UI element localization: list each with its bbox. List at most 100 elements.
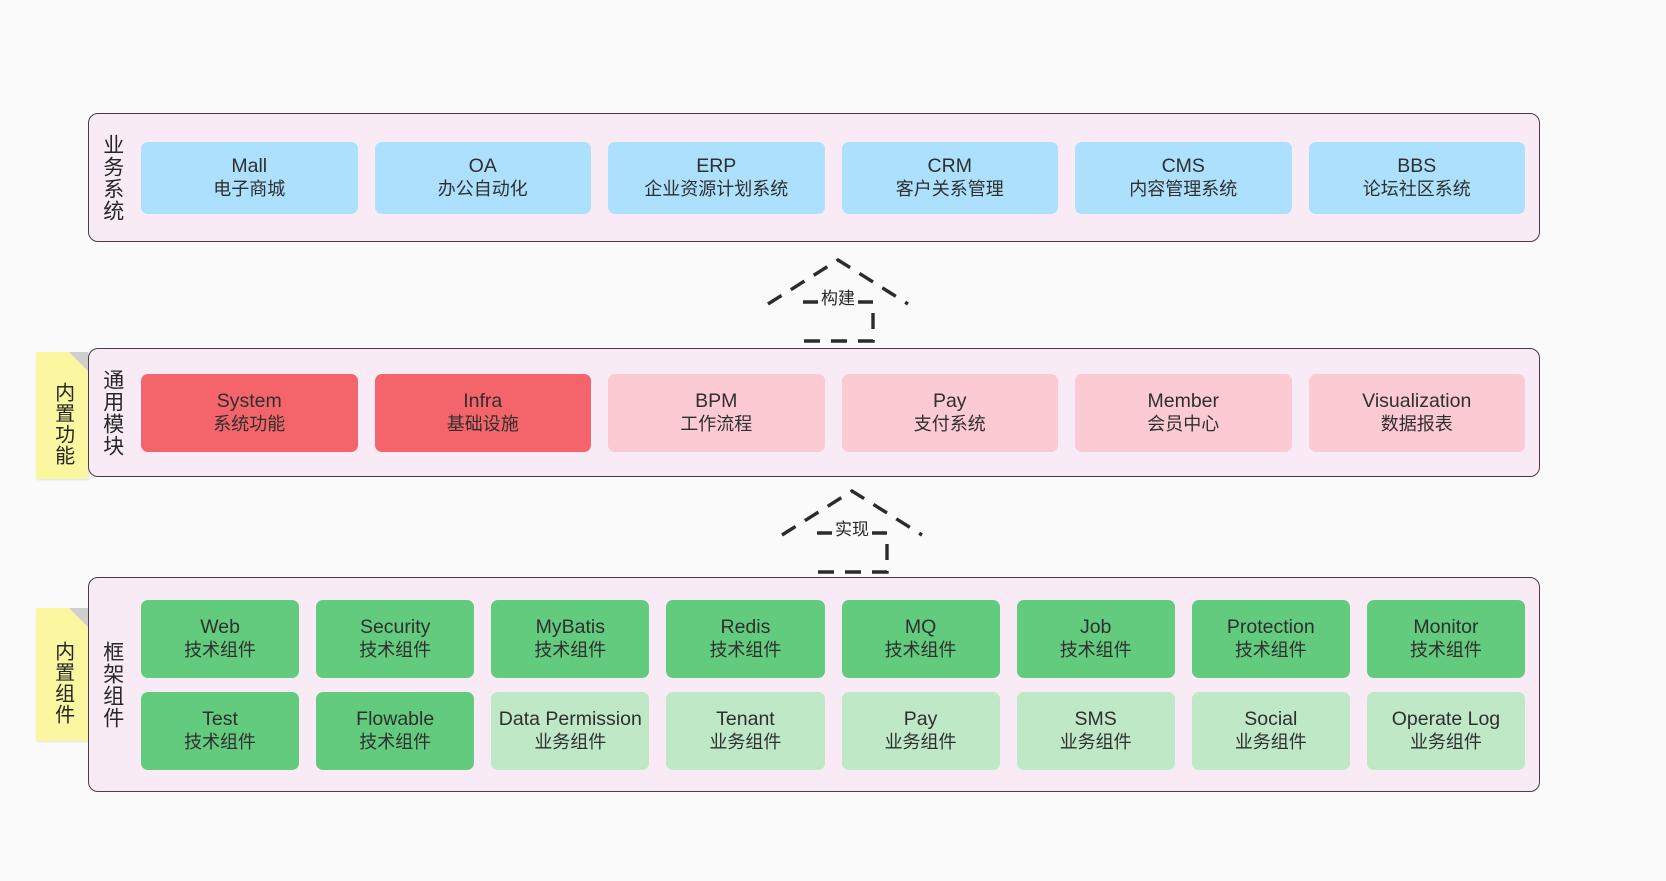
folded-corner-icon (69, 608, 88, 627)
layer-title-business-systems: 业务系统 (100, 133, 124, 222)
card-title: CRM (927, 154, 972, 177)
card-subtitle: 系统功能 (213, 413, 286, 434)
card-title: Monitor (1413, 615, 1479, 638)
card-title: Tenant (716, 707, 775, 730)
card-bpm[interactable]: BPM 工作流程 (608, 373, 825, 452)
card-subtitle: 基础设施 (446, 413, 519, 434)
card-subtitle: 办公自动化 (437, 178, 528, 199)
card-mq[interactable]: MQ 技术组件 (841, 599, 1000, 678)
card-subtitle: 技术组件 (1234, 639, 1307, 660)
layer-body-common-modules: System 系统功能 Infra 基础设施 BPM 工作流程 Pay 支付系统… (135, 349, 1539, 476)
card-title: Pay (932, 389, 967, 412)
card-social[interactable]: Social 业务组件 (1191, 691, 1350, 770)
card-subtitle: 论坛社区系统 (1362, 178, 1471, 199)
card-subtitle: 技术组件 (359, 731, 432, 752)
card-title: Data Permission (498, 707, 642, 730)
card-erp[interactable]: ERP 企业资源计划系统 (608, 141, 825, 214)
card-mall[interactable]: Mall 电子商城 (141, 141, 358, 214)
card-subtitle: 技术组件 (1409, 639, 1482, 660)
card-subtitle: 会员中心 (1147, 413, 1220, 434)
card-title: Infra (463, 389, 503, 412)
card-redis[interactable]: Redis 技术组件 (666, 599, 825, 678)
card-subtitle: 技术组件 (709, 639, 782, 660)
card-infra[interactable]: Infra 基础设施 (374, 373, 591, 452)
card-title: CMS (1161, 154, 1205, 177)
card-subtitle: 业务组件 (1409, 731, 1482, 752)
card-title: Redis (720, 615, 771, 638)
card-title: Test (202, 707, 238, 730)
card-subtitle: 企业资源计划系统 (644, 178, 789, 199)
card-title: ERP (696, 154, 737, 177)
card-flowable[interactable]: Flowable 技术组件 (316, 691, 475, 770)
card-row: Mall 电子商城 OA 办公自动化 ERP 企业资源计划系统 CRM 客户关系… (141, 141, 1525, 214)
card-title: BBS (1397, 154, 1437, 177)
sticky-note-label: 内置功能 (51, 381, 74, 466)
connector-label-implement: 实现 (832, 515, 872, 540)
connector-implement: 实现 (772, 487, 932, 574)
card-bbs[interactable]: BBS 论坛社区系统 (1308, 141, 1525, 214)
card-title: OA (468, 154, 497, 177)
layer-framework-components: 框架组件 Web 技术组件 Security 技术组件 MyBatis 技术组件… (88, 577, 1540, 792)
card-subtitle: 技术组件 (359, 639, 432, 660)
card-row: Web 技术组件 Security 技术组件 MyBatis 技术组件 Redi… (141, 599, 1525, 678)
card-row: System 系统功能 Infra 基础设施 BPM 工作流程 Pay 支付系统… (141, 373, 1525, 452)
card-subtitle: 数据报表 (1380, 413, 1453, 434)
card-subtitle: 客户关系管理 (895, 178, 1004, 199)
card-protection[interactable]: Protection 技术组件 (1191, 599, 1350, 678)
card-oa[interactable]: OA 办公自动化 (374, 141, 591, 214)
card-mybatis[interactable]: MyBatis 技术组件 (491, 599, 650, 678)
layer-body-business-systems: Mall 电子商城 OA 办公自动化 ERP 企业资源计划系统 CRM 客户关系… (135, 114, 1539, 241)
card-title: Visualization (1362, 389, 1472, 412)
card-job[interactable]: Job 技术组件 (1016, 599, 1175, 678)
card-title: Operate Log (1391, 707, 1501, 730)
sticky-note-builtin-components: 内置组件 (36, 608, 88, 741)
card-row: Test 技术组件 Flowable 技术组件 Data Permission … (141, 691, 1525, 770)
card-crm[interactable]: CRM 客户关系管理 (841, 141, 1058, 214)
card-subtitle: 业务组件 (534, 731, 607, 752)
card-subtitle: 工作流程 (680, 413, 753, 434)
layer-body-framework-components: Web 技术组件 Security 技术组件 MyBatis 技术组件 Redi… (135, 578, 1539, 791)
card-title: Job (1079, 615, 1112, 638)
card-title: Protection (1226, 615, 1315, 638)
card-title: MyBatis (535, 615, 605, 638)
sticky-note-label: 内置组件 (51, 640, 74, 725)
layer-business-systems: 业务系统 Mall 电子商城 OA 办公自动化 ERP 企业资源计划系统 CRM… (88, 113, 1540, 242)
folded-corner-icon (69, 352, 88, 371)
card-title: Web (200, 615, 240, 638)
layer-common-modules: 通用模块 System 系统功能 Infra 基础设施 BPM 工作流程 Pay… (88, 348, 1540, 477)
card-visualization[interactable]: Visualization 数据报表 (1308, 373, 1525, 452)
card-title: Pay (903, 707, 938, 730)
card-tenant[interactable]: Tenant 业务组件 (666, 691, 825, 770)
connector-build: 构建 (758, 256, 918, 343)
card-pay[interactable]: Pay 支付系统 (841, 373, 1058, 452)
card-pay-component[interactable]: Pay 业务组件 (841, 691, 1000, 770)
card-monitor[interactable]: Monitor 技术组件 (1366, 599, 1525, 678)
card-security[interactable]: Security 技术组件 (316, 599, 475, 678)
card-subtitle: 业务组件 (1059, 731, 1132, 752)
card-member[interactable]: Member 会员中心 (1075, 373, 1292, 452)
card-subtitle: 内容管理系统 (1129, 178, 1238, 199)
card-cms[interactable]: CMS 内容管理系统 (1075, 141, 1292, 214)
card-subtitle: 技术组件 (534, 639, 607, 660)
card-system[interactable]: System 系统功能 (141, 373, 358, 452)
card-subtitle: 业务组件 (884, 731, 957, 752)
card-data-permission[interactable]: Data Permission 业务组件 (491, 691, 650, 770)
card-title: Social (1244, 707, 1298, 730)
sticky-note-builtin-features: 内置功能 (36, 352, 88, 479)
layer-title-common-modules: 通用模块 (100, 368, 124, 457)
card-sms[interactable]: SMS 业务组件 (1016, 691, 1175, 770)
connector-label-build: 构建 (818, 284, 858, 309)
card-title: SMS (1074, 707, 1117, 730)
card-title: System (216, 389, 282, 412)
card-subtitle: 技术组件 (184, 731, 257, 752)
card-subtitle: 技术组件 (884, 639, 957, 660)
card-title: Member (1147, 389, 1220, 412)
card-title: BPM (695, 389, 738, 412)
card-title: MQ (904, 615, 937, 638)
card-web[interactable]: Web 技术组件 (141, 599, 300, 678)
card-subtitle: 电子商城 (213, 178, 286, 199)
card-test[interactable]: Test 技术组件 (141, 691, 300, 770)
card-subtitle: 技术组件 (184, 639, 257, 660)
card-operate-log[interactable]: Operate Log 业务组件 (1366, 691, 1525, 770)
